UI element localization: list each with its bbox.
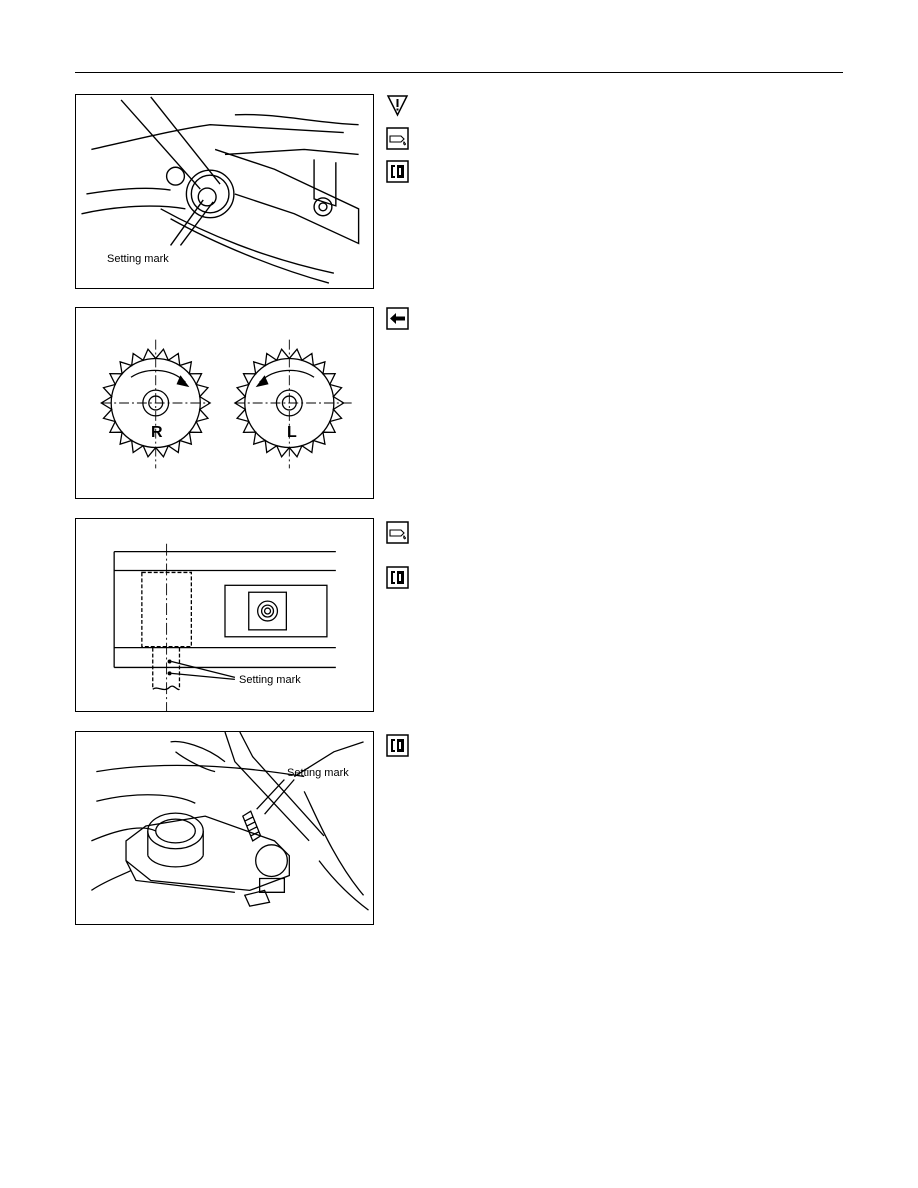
torque-icon	[386, 160, 409, 183]
setting-mark-label: Setting mark	[287, 767, 349, 779]
caution-icon	[386, 94, 409, 117]
figure-3-drawing	[113, 543, 336, 711]
right-side-label: R	[151, 424, 163, 441]
header-rule	[75, 72, 843, 73]
figure-1-setting-mark: Setting mark	[75, 94, 374, 289]
torque-icon	[386, 566, 409, 589]
left-side-label: L	[287, 424, 297, 441]
setting-mark-label: Setting mark	[239, 674, 301, 686]
torque-icon	[386, 734, 409, 757]
figure-3-setting-mark: Setting mark	[75, 518, 374, 712]
figure-2-drawing	[100, 339, 354, 469]
figure-2-sprocket-direction: R L	[75, 307, 374, 499]
figure-4-setting-mark: Setting mark	[75, 731, 374, 925]
figure-4-drawing	[91, 732, 369, 911]
grease-icon	[386, 521, 409, 544]
grease-icon	[386, 127, 409, 150]
direction-arrow-icon	[386, 307, 409, 330]
figure-1-drawing	[81, 96, 360, 284]
setting-mark-label: Setting mark	[107, 253, 169, 265]
